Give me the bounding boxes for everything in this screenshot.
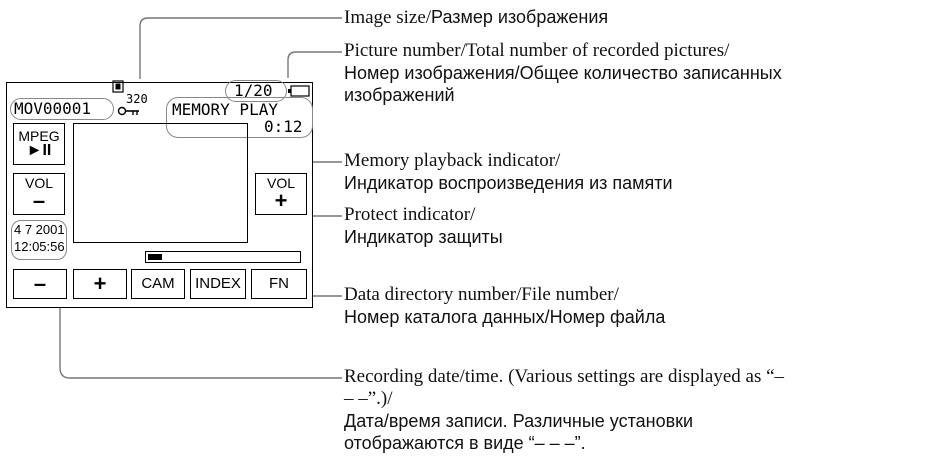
- leader-recording-date: [59, 252, 342, 379]
- image-frame: [73, 123, 248, 243]
- recording-date-label: Recording date/time. (Various settings a…: [344, 366, 784, 454]
- recording-date-ru-2: отображаются в виде “– – –”.: [344, 433, 586, 453]
- image-size-ru: Размер изображения: [431, 7, 609, 27]
- lcd-screen: 320 1/20 MOV00001 MEMORY PLAY 0:12: [6, 79, 313, 308]
- protect-en: Protect indicator/: [344, 204, 476, 225]
- image-size-label: Image size/Размер изображения: [344, 6, 608, 29]
- fn-label: FN: [269, 275, 289, 293]
- image-size-value: 320: [126, 92, 148, 106]
- image-size-icon: [111, 79, 137, 105]
- protect-key-icon: [117, 104, 141, 118]
- plus-button[interactable]: +: [73, 269, 127, 299]
- progress-fill: [148, 254, 162, 260]
- picture-number-en: Picture number/Total number of recorded …: [344, 40, 730, 61]
- index-button[interactable]: INDEX: [190, 269, 246, 299]
- memory-play-label: MEMORY PLAY: [172, 100, 278, 119]
- mpeg-label: MPEG: [18, 127, 60, 144]
- vol-plus-label: VOL: [266, 174, 295, 191]
- mpeg-play-pause-button[interactable]: MPEG ►II: [13, 123, 65, 165]
- picture-counter-oval: [225, 80, 287, 102]
- date-time-oval: [11, 220, 67, 260]
- protect-label: Protect indicator/ Индикатор защиты: [344, 204, 503, 248]
- picture-counter: 1/20: [234, 81, 273, 100]
- fn-button[interactable]: FN: [251, 269, 307, 299]
- vol-minus-button[interactable]: VOL –: [13, 173, 65, 215]
- minus-icon: –: [33, 271, 47, 296]
- image-size-en: Image size/: [344, 7, 432, 28]
- memory-play-oval: [166, 97, 313, 138]
- minus-icon: –: [32, 188, 46, 214]
- file-name-oval: [10, 98, 114, 120]
- file-name: MOV00001: [14, 99, 92, 118]
- leader-image-size: [139, 17, 342, 79]
- picture-number-ru-1: Номер изображения/Общее количество запис…: [344, 63, 782, 83]
- recording-time: 12:05:56: [14, 239, 65, 254]
- recording-date-en-2: – –”.)/: [344, 388, 393, 409]
- cam-label: CAM: [141, 275, 175, 293]
- memory-playback-en: Memory playback indicator/: [344, 150, 561, 171]
- playback-time: 0:12: [264, 117, 303, 136]
- memory-playback-label: Memory playback indicator/ Индикатор вос…: [344, 150, 673, 194]
- index-label: INDEX: [195, 275, 241, 293]
- data-directory-label: Data directory number/File number/ Номер…: [344, 284, 665, 328]
- recording-date-en-1: Recording date/time. (Various settings a…: [344, 366, 785, 387]
- vol-minus-label: VOL: [24, 174, 53, 191]
- progress-bar[interactable]: [145, 251, 301, 263]
- protect-ru: Индикатор защиты: [344, 227, 503, 247]
- battery-icon: [287, 84, 311, 98]
- memory-playback-ru: Индикатор воспроизведения из памяти: [344, 173, 673, 193]
- recording-date-ru-1: Дата/время записи. Различные установки: [344, 411, 694, 431]
- minus-button[interactable]: –: [13, 269, 67, 299]
- data-directory-ru: Номер каталога данных/Номер файла: [344, 307, 666, 327]
- recording-date: 4 7 2001: [14, 222, 65, 237]
- data-directory-en: Data directory number/File number/: [344, 284, 619, 305]
- picture-number-label: Picture number/Total number of recorded …: [344, 40, 782, 106]
- cam-button[interactable]: CAM: [131, 269, 185, 299]
- play-pause-icon: ►II: [26, 142, 52, 160]
- picture-number-ru-2: изображений: [344, 85, 455, 105]
- plus-icon: +: [274, 188, 288, 214]
- plus-icon: +: [93, 271, 107, 296]
- vol-plus-button[interactable]: VOL +: [255, 173, 307, 215]
- leader-picture-number: [287, 51, 342, 78]
